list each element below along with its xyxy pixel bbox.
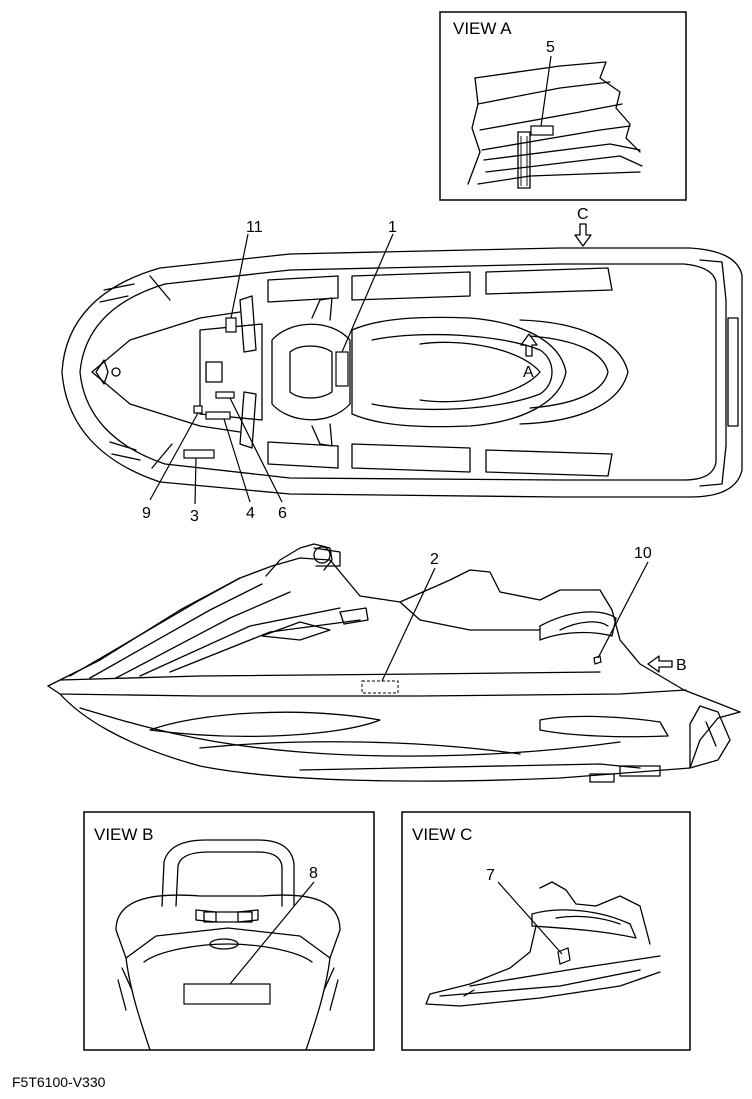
callout-10: 10	[634, 545, 652, 562]
callout-7: 7	[486, 867, 495, 884]
top-view: A C 11 1 9 3 4 6	[61, 206, 743, 525]
view-b-inset: VIEW B 8	[83, 811, 375, 1051]
view-b-title: VIEW B	[94, 825, 154, 844]
callout-11: 11	[246, 219, 263, 236]
callout-5: 5	[546, 39, 555, 56]
view-a-title: VIEW A	[453, 19, 512, 38]
callout-4: 4	[246, 505, 255, 522]
view-a-inset: VIEW A 5	[439, 11, 687, 201]
arrow-label-a: A	[523, 364, 534, 381]
callout-9: 9	[142, 505, 151, 522]
callout-3: 3	[190, 508, 199, 525]
callout-8: 8	[309, 865, 318, 882]
side-view: 2 10 B	[47, 543, 741, 783]
callout-6: 6	[278, 505, 287, 522]
callout-1: 1	[388, 219, 397, 236]
arrow-label-b: B	[676, 657, 687, 674]
view-c-inset: VIEW C 7	[401, 811, 691, 1051]
view-c-title: VIEW C	[412, 825, 472, 844]
figure-code: F5T6100-V330	[12, 1074, 106, 1090]
callout-2: 2	[430, 551, 439, 568]
arrow-label-c: C	[577, 206, 589, 223]
